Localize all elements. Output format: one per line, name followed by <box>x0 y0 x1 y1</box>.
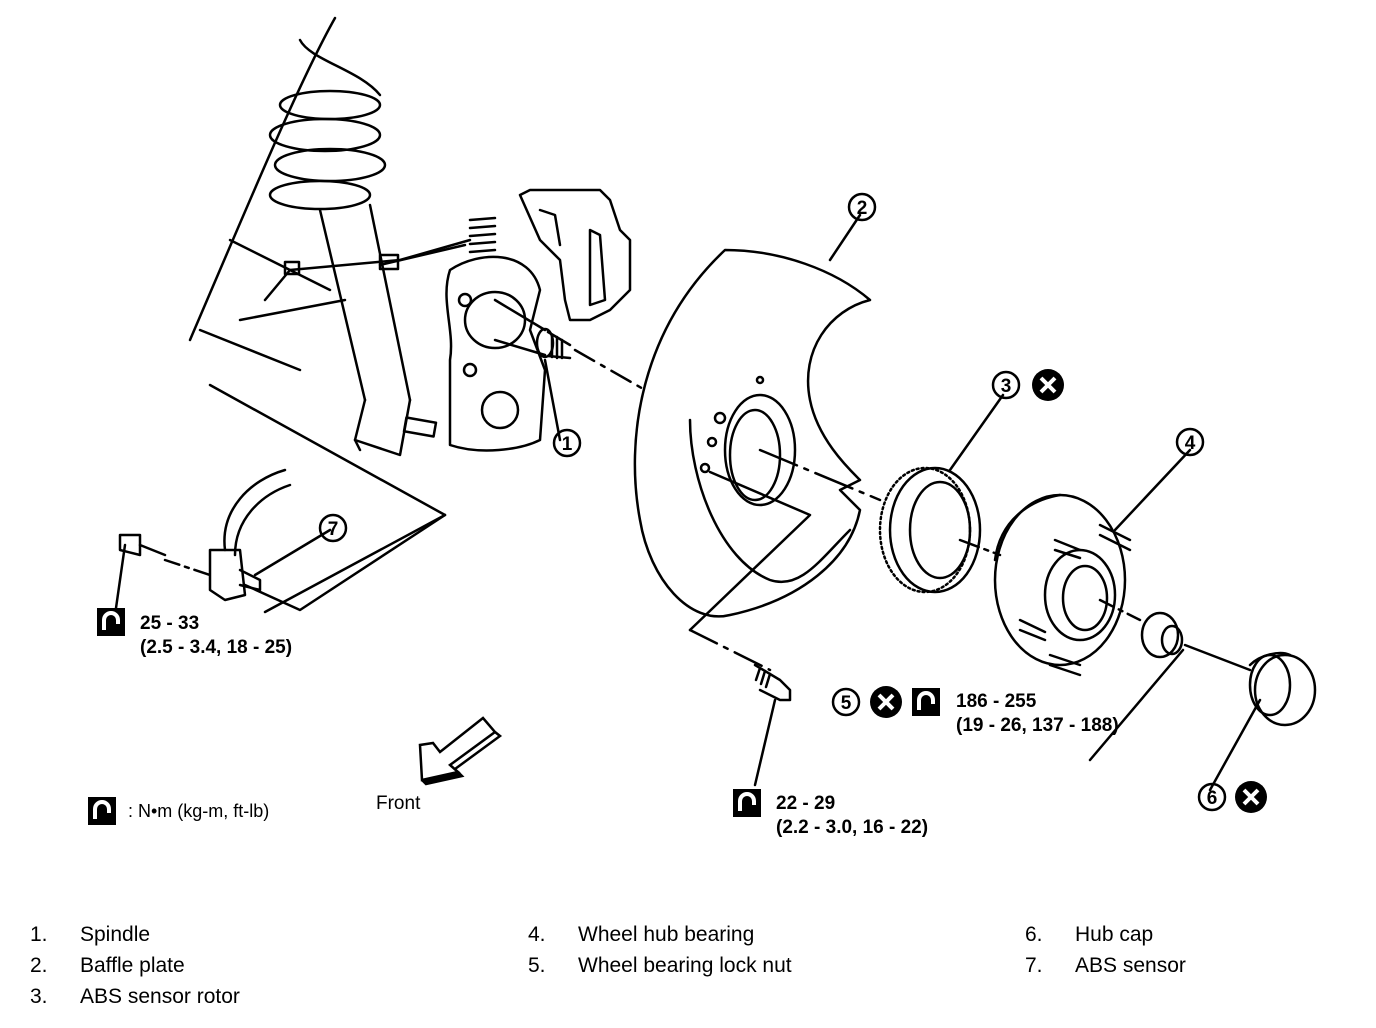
part-name: Spindle <box>80 923 151 946</box>
part-number: 7. <box>1025 954 1043 977</box>
lock-nut-part <box>1140 611 1184 659</box>
caliper <box>518 188 632 322</box>
svg-text:6: 6 <box>1207 788 1218 809</box>
torque-alt: (2.2 - 3.0, 16 - 22) <box>776 817 929 838</box>
torque-wrench-icon <box>912 688 940 716</box>
do-not-reuse-icon <box>1032 369 1064 401</box>
part-number: 6. <box>1025 923 1043 946</box>
svg-text:3: 3 <box>1001 376 1012 397</box>
parts-list-item: 4. Wheel hub bearing <box>528 923 754 947</box>
fender-outline <box>188 16 337 342</box>
wheel-hub-bearing <box>993 493 1132 677</box>
spindle <box>493 298 572 360</box>
callout-3: 3 <box>991 370 1021 400</box>
part-name: ABS sensor <box>1075 954 1186 977</box>
part-name: Baffle plate <box>80 954 185 977</box>
do-not-reuse-icon <box>870 686 902 718</box>
callout-1: 1 <box>552 428 582 458</box>
front-label: Front <box>376 793 421 814</box>
front-arrow-icon <box>418 716 503 786</box>
part-name: ABS sensor rotor <box>80 985 240 1008</box>
part-number: 4. <box>528 923 546 946</box>
baffle-bolt-torque: 22 - 29 (2.2 - 3.0, 16 - 22) <box>776 792 928 840</box>
hub-cap-part <box>1248 651 1317 727</box>
torque-alt: (19 - 26, 137 - 188) <box>956 715 1119 736</box>
lock-nut-torque: 186 - 255 (19 - 26, 137 - 188) <box>956 690 1119 738</box>
coil-spring <box>268 38 387 211</box>
callout-6: 6 <box>1197 782 1227 812</box>
parts-list-item: 2. Baffle plate <box>30 954 185 978</box>
part-name: Wheel bearing lock nut <box>578 954 792 977</box>
torque-units-legend: : N•m (kg-m, ft-lb) <box>128 801 270 821</box>
caliper-spring <box>468 216 497 254</box>
baffle-plate <box>633 248 872 618</box>
abs-sensor-part <box>118 468 447 612</box>
callout-4: 4 <box>1175 427 1205 457</box>
steering-knuckle <box>445 255 547 452</box>
parts-list-item: 1. Spindle <box>30 923 150 947</box>
parts-list-item: 5. Wheel bearing lock nut <box>528 954 792 978</box>
abs-sensor-torque: 25 - 33 (2.5 - 3.4, 18 - 25) <box>140 612 292 660</box>
callout-7: 7 <box>318 513 348 543</box>
callout-5: 5 <box>831 687 861 717</box>
torque-alt: (2.5 - 3.4, 18 - 25) <box>140 637 293 658</box>
torque-wrench-icon <box>97 608 125 636</box>
callout-2: 2 <box>847 192 877 222</box>
torque-wrench-icon <box>733 789 761 817</box>
torque-nm: 22 - 29 <box>776 793 836 814</box>
part-number: 5. <box>528 954 546 977</box>
do-not-reuse-icons <box>870 369 1267 813</box>
do-not-reuse-icon <box>1235 781 1267 813</box>
torque-nm: 25 - 33 <box>140 613 200 634</box>
svg-text:4: 4 <box>1185 433 1196 454</box>
part-number: 3. <box>30 985 48 1008</box>
svg-text:7: 7 <box>328 519 339 540</box>
parts-list-item: 6. Hub cap <box>1025 923 1153 947</box>
svg-text:2: 2 <box>857 198 868 219</box>
parts-list-item: 3. ABS sensor rotor <box>30 985 240 1009</box>
svg-text:5: 5 <box>841 693 852 714</box>
part-number: 2. <box>30 954 48 977</box>
part-number: 1. <box>30 923 48 946</box>
svg-text:1: 1 <box>562 434 573 455</box>
parts-list-item: 7. ABS sensor <box>1025 954 1186 978</box>
torque-nm: 186 - 255 <box>956 691 1037 712</box>
torque-wrench-icon <box>88 797 116 825</box>
abs-sensor-rotor <box>878 466 982 594</box>
part-name: Wheel hub bearing <box>578 923 755 946</box>
torque-icons <box>88 608 940 825</box>
callouts: 1 2 3 4 5 6 7 <box>318 192 1227 812</box>
part-name: Hub cap <box>1075 923 1154 946</box>
baffle-bolt <box>753 663 792 702</box>
strut <box>318 203 438 457</box>
